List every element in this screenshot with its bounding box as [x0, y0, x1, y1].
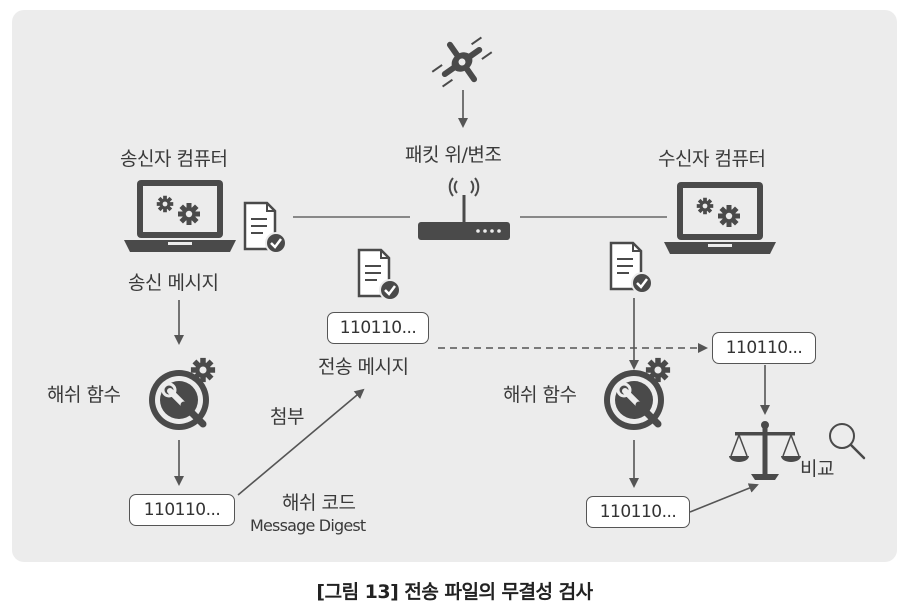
hash-function-right-label: 해쉬 함수 [503, 384, 577, 406]
arrow-attach [237, 388, 365, 496]
hash-code-label: 해쉬 코드 [282, 492, 356, 514]
magnifier-icon [829, 423, 866, 460]
compare-label: 비교 [800, 458, 834, 480]
hash-gear-icon-left [149, 357, 216, 430]
drone-icon [431, 36, 493, 88]
hash-function-left-label: 해쉬 함수 [47, 384, 121, 406]
transmit-message-label: 전송 메시지 [318, 356, 409, 378]
transmit-document-icon [357, 248, 401, 301]
message-digest-label: Message Digest [250, 516, 366, 535]
receiver-digest-box: 110110... [586, 496, 690, 528]
transmit-digest-box: 110110... [327, 312, 429, 344]
receiver-computer-label: 수신자 컴퓨터 [658, 148, 766, 170]
sender-laptop-icon [124, 180, 236, 252]
scale-icon [729, 421, 801, 480]
sender-document-icon [243, 201, 287, 254]
sender-message-label: 송신 메시지 [128, 272, 219, 294]
diagram-panel [12, 10, 897, 562]
figure-caption: [그림 13] 전송 파일의 무결성 검사 [316, 581, 593, 603]
attach-label: 첨부 [270, 406, 304, 428]
packet-tamper-label: 패킷 위/변조 [405, 144, 502, 166]
hash-gear-icon-right [604, 357, 671, 430]
received-document-icon [609, 241, 653, 294]
receiver-laptop-icon [664, 182, 776, 254]
arrow-digest-to-compare [689, 483, 759, 513]
sender-computer-label: 송신자 컴퓨터 [120, 148, 228, 170]
router-icon [418, 177, 510, 240]
received-digest-box: 110110... [712, 332, 816, 364]
sender-digest-box: 110110... [129, 494, 235, 526]
